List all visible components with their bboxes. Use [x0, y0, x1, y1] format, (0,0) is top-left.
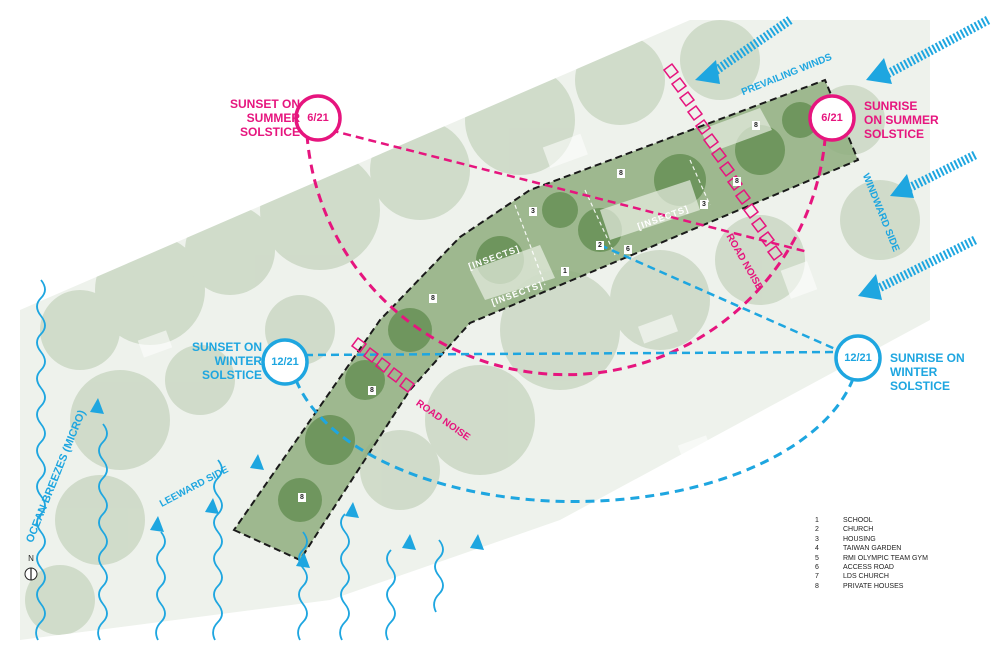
north-arrow: [24, 567, 38, 581]
summer-sunset-label: SUNSET ON SUMMER SOLSTICE: [229, 97, 300, 139]
site-number: 8: [368, 386, 376, 395]
summer-sunset-marker: [294, 94, 342, 142]
site-number: 3: [529, 207, 537, 216]
winter-sunrise-date: 12/21: [844, 352, 872, 364]
summer-sunset-date: 6/21: [307, 112, 329, 124]
road-noise-north: [662, 62, 784, 262]
site-number: 8: [429, 294, 437, 303]
wind-arrows: [702, 16, 991, 295]
legend-item: 2 CHURCH: [815, 526, 874, 534]
winter-sunset-date: 12/21: [271, 356, 299, 368]
legend-item: 8 PRIVATE HOUSES: [815, 582, 904, 590]
summer-sunrise-date: 6/21: [821, 112, 843, 124]
site-number: 3: [700, 200, 708, 209]
winter-sunrise-label: SUNRISE ON WINTER SOLSTICE: [890, 351, 965, 393]
winter-sunrise-marker: [834, 334, 882, 382]
ocean-breeze-arrows: [35, 279, 444, 641]
site-number: 8: [617, 169, 625, 178]
north-indicator: N: [22, 554, 40, 584]
site-number: 6: [624, 245, 632, 254]
sun-path-summer: [305, 124, 828, 377]
winter-sunset-marker: [261, 338, 309, 386]
summer-sunrise-label: SUNRISE ON SUMMER SOLSTICE: [864, 99, 939, 141]
sun-circles: [261, 94, 882, 386]
legend: 1 SCHOOL 2 CHURCH 3 HOUSING 4 TAIWAN GAR…: [815, 516, 928, 591]
legend-item: 6 ACCESS ROAD: [815, 564, 894, 572]
site-number: 8: [298, 493, 306, 502]
legend-item: 1 SCHOOL: [815, 517, 873, 524]
winter-sunset-label: SUNSET ON WINTER SOLSTICE: [191, 340, 262, 382]
legend-item: 4 TAIWAN GARDEN: [815, 545, 902, 553]
legend-item: 5 RMI OLYMPIC TEAM GYM: [815, 554, 928, 562]
site-number: 1: [561, 267, 569, 276]
summer-sunrise-marker: [808, 94, 856, 142]
sun-path-winter: [294, 243, 858, 504]
ocean-breeze-arrowheads: [90, 398, 484, 568]
north-label: N: [28, 554, 34, 563]
wind-arrowheads: [695, 58, 914, 300]
site-number: 2: [596, 241, 604, 250]
site-number: 8: [752, 121, 760, 130]
legend-item: 7 LDS CHURCH: [815, 573, 889, 581]
road-noise-south: [350, 336, 416, 394]
site-number: 8: [733, 177, 741, 186]
legend-item: 3 HOUSING: [815, 535, 876, 543]
